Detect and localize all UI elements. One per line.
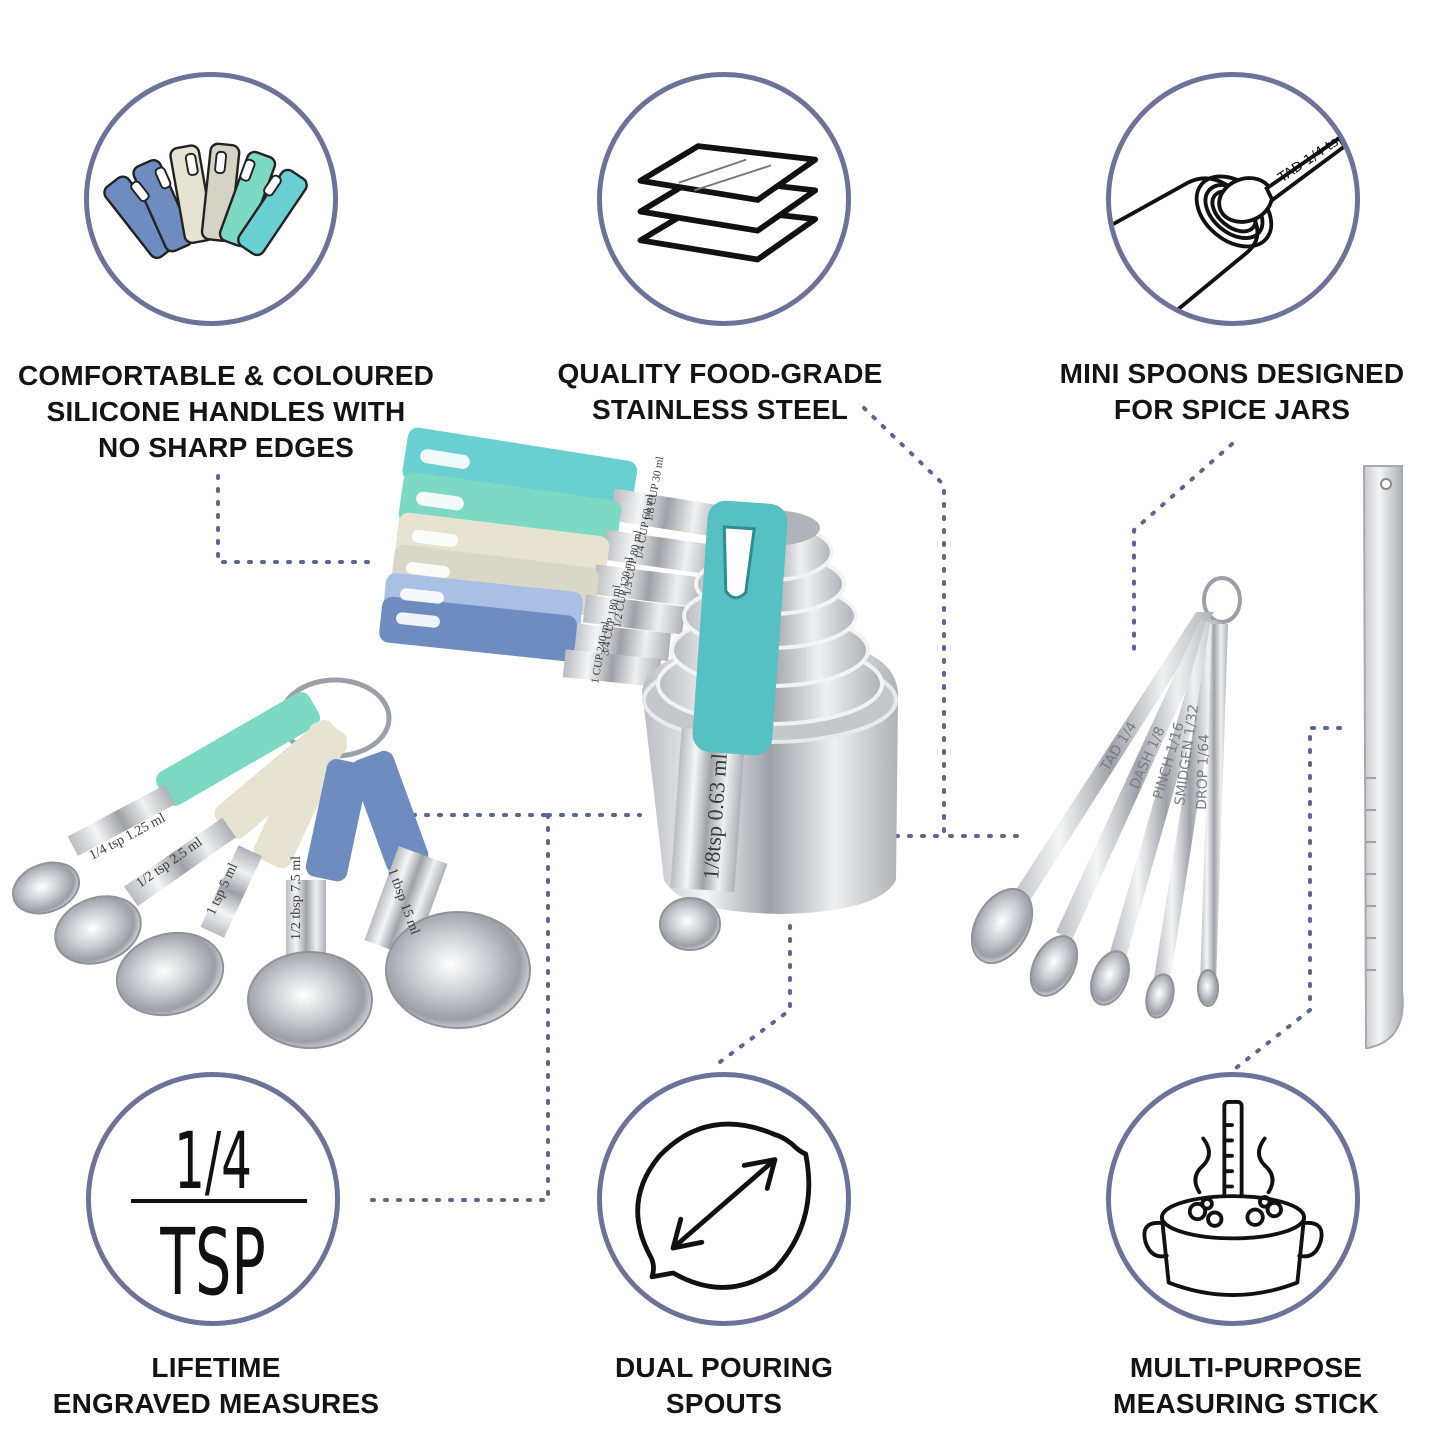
caption-line: COMFORTABLE & COLOURED (17, 360, 435, 391)
caption-measuring-stick: MULTI-PURPOSE MEASURING STICK (1046, 1350, 1445, 1422)
caption-line: DUAL POURING (614, 1352, 834, 1383)
mini-spoons: TAD 1/4 DASH 1/8 PINCH 1/16 SMIDGEN 1/32… (970, 576, 1242, 1019)
cup-handle-aqua (402, 427, 724, 538)
connector-lines (216, 406, 1342, 1202)
fraction-denominator: TSP (160, 1209, 266, 1316)
fraction-icon: 1/4 TSP (86, 1072, 340, 1326)
measuring-stick (1362, 465, 1404, 1049)
caption-line: QUALITY FOOD-GRADE (557, 358, 883, 389)
caption-stainless-steel: QUALITY FOOD-GRADE STAINLESS STEEL (520, 356, 920, 428)
fraction-numerator: 1/4 (174, 1117, 252, 1207)
caption-line: MEASURING STICK (1113, 1388, 1379, 1419)
spoon-label-half-tbsp: 1/2 tbsp 7.5 ml (289, 856, 304, 940)
caption-line: SPOUTS (665, 1388, 783, 1419)
measuring-spoons: 1/4 tsp 1.25 ml 1/2 tsp 2.5 ml 1 tsp 5 m… (12, 677, 531, 1049)
caption-line: ENGRAVED MEASURES (52, 1388, 380, 1419)
caption-silicone-handles: COMFORTABLE & COLOURED SILICONE HANDLES … (0, 358, 452, 466)
caption-line: FOR SPICE JARS (1113, 394, 1351, 425)
stacked-sheets-icon (597, 72, 851, 326)
caption-line: NO SHARP EDGES (98, 432, 354, 463)
caption-line: SILICONE HANDLES WITH (46, 396, 406, 427)
pouring-spout-icon (597, 1072, 851, 1326)
cooking-pot-icon (1106, 1072, 1360, 1326)
caption-mini-spoons: MINI SPOONS DESIGNED FOR SPICE JARS (1030, 356, 1434, 428)
measuring-cups: 1/8tsp 0.63 ml (379, 427, 899, 951)
fraction-bar (131, 1199, 307, 1203)
silicone-handles-icon (84, 72, 338, 326)
mini-label-drop: DROP 1/64 (1194, 734, 1213, 810)
spice-spoon-label: TAD 1/4 tsp (1275, 130, 1349, 186)
spice-jar-spoon-icon: TAD 1/4 tsp (1106, 72, 1360, 326)
caption-pouring-spouts: DUAL POURING SPOUTS (524, 1350, 924, 1422)
caption-line: MINI SPOONS DESIGNED (1059, 358, 1405, 389)
cup-handle-blue (379, 596, 662, 688)
caption-line: MULTI-PURPOSE (1129, 1352, 1363, 1383)
caption-engraved-measures: LIFETIME ENGRAVED MEASURES (10, 1350, 422, 1422)
handle-holes (396, 449, 470, 628)
caption-line: LIFETIME (151, 1352, 281, 1383)
caption-line: STAINLESS STEEL (591, 394, 849, 425)
